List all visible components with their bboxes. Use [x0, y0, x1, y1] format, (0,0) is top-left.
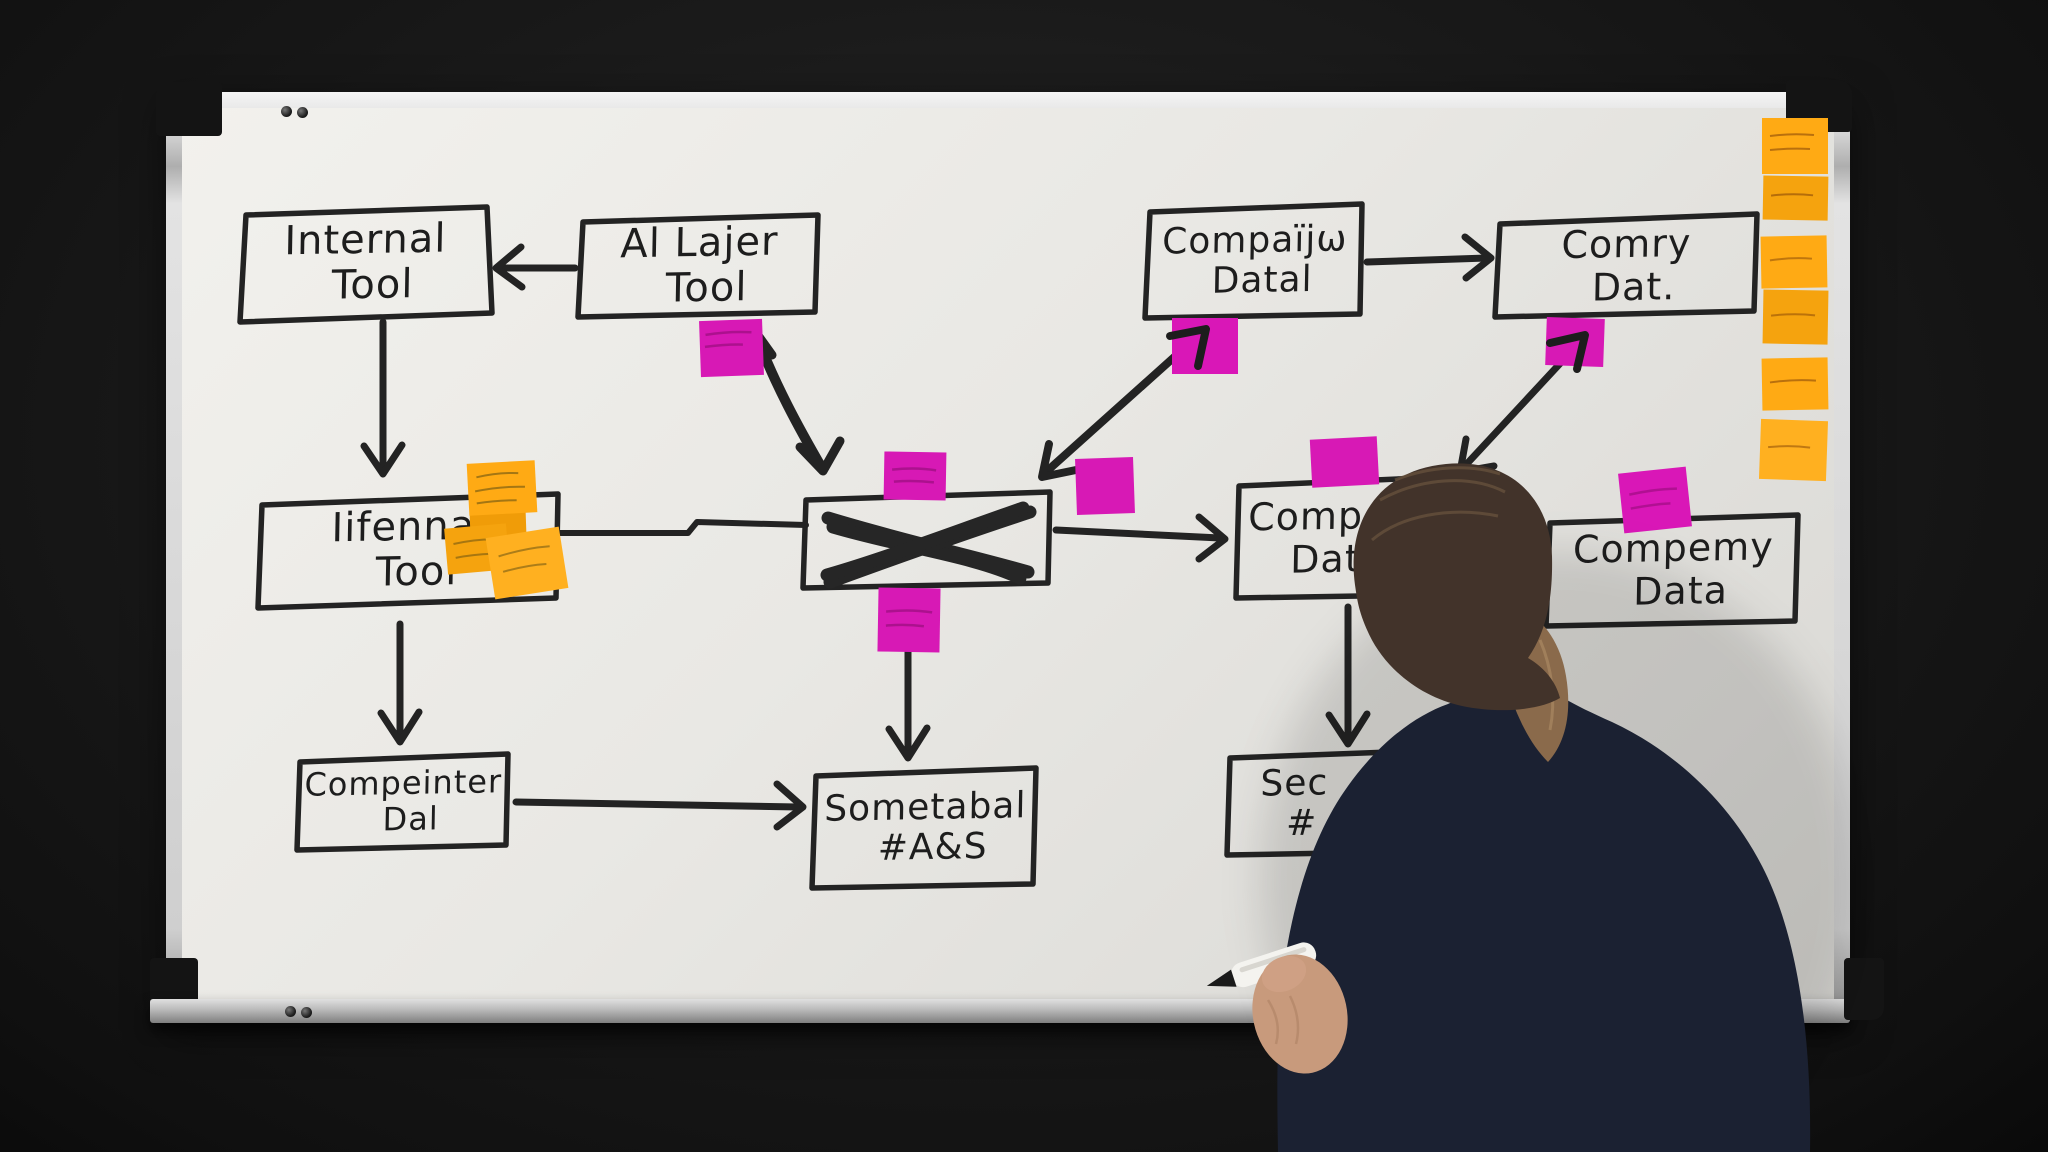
- frame-screw: [285, 1006, 296, 1017]
- sticky-note-magenta: [699, 318, 764, 378]
- node-box-internal-tool: [237, 204, 495, 325]
- node-box-al-lajer-tool: [575, 212, 821, 320]
- crossed-out-x: [820, 501, 1037, 589]
- person-torso: [1277, 674, 1811, 1152]
- node-box-compeinter-dal: [294, 751, 511, 853]
- node-box-sometabal: [809, 765, 1039, 891]
- arrowhead: [1195, 513, 1229, 563]
- marker-tip: [1206, 969, 1237, 987]
- sticky-note-orange: [1758, 418, 1829, 482]
- edge-crossed-to-compen: [1052, 526, 1224, 542]
- node-box-crossed-out: [800, 489, 1053, 591]
- arrowhead: [492, 243, 526, 291]
- arrowhead: [885, 724, 931, 762]
- sticky-note-orange: [1760, 235, 1828, 289]
- orange-sticky-column: [1758, 118, 1829, 482]
- node-box-iifennal-tool: [255, 491, 561, 611]
- frame-corner-cap: [1844, 958, 1884, 1020]
- sticky-note-orange: [1762, 175, 1829, 221]
- person-hair: [1353, 463, 1560, 711]
- sticky-note-magenta: [1309, 436, 1380, 488]
- frame-screw: [297, 107, 308, 118]
- sticky-note-orange: [1761, 357, 1829, 411]
- magenta-sticky-notes: [699, 317, 1692, 653]
- hair-strands: [1371, 466, 1506, 542]
- frame-corner-cap: [156, 82, 222, 136]
- edge-iifennal-to-crossed: [557, 519, 809, 536]
- marker-shade: [1239, 947, 1307, 973]
- frame-screw: [301, 1007, 312, 1018]
- node-box-comry-dat: [1492, 211, 1760, 320]
- frame-screw: [281, 106, 292, 117]
- sticky-note-magenta: [1075, 457, 1135, 515]
- arrowheads-on-stickies: [1166, 325, 1589, 373]
- arrowhead: [795, 436, 845, 476]
- person-hand: [1252, 954, 1348, 1074]
- sticky-note-magenta: [877, 587, 941, 653]
- arrowhead: [360, 441, 406, 478]
- arrowhead: [1546, 331, 1589, 373]
- person: [1206, 463, 1860, 1152]
- sticky-note-magenta: [883, 451, 947, 501]
- fingers: [1261, 955, 1307, 993]
- knuckle-lines: [1266, 995, 1300, 1045]
- arrowhead: [377, 708, 423, 746]
- sticky-note-orange: [1762, 118, 1828, 174]
- sticky-note-orange: [466, 460, 538, 516]
- edge-compeinter-to-sometabal: [512, 798, 802, 811]
- node-box-compaij-datal: [1142, 201, 1365, 321]
- sticky-note-magenta: [1545, 317, 1605, 367]
- edge-compaij-to-comry: [1363, 254, 1491, 266]
- sticky-note-orange: [1762, 289, 1829, 345]
- arrowhead: [1038, 440, 1080, 481]
- arrowhead: [1461, 233, 1495, 282]
- arrowhead: [1166, 325, 1210, 370]
- sticky-note-magenta: [1618, 466, 1692, 534]
- orange-sticky-cluster: [444, 460, 569, 600]
- arrowhead: [773, 780, 807, 831]
- sticky-note-orange: [485, 526, 569, 600]
